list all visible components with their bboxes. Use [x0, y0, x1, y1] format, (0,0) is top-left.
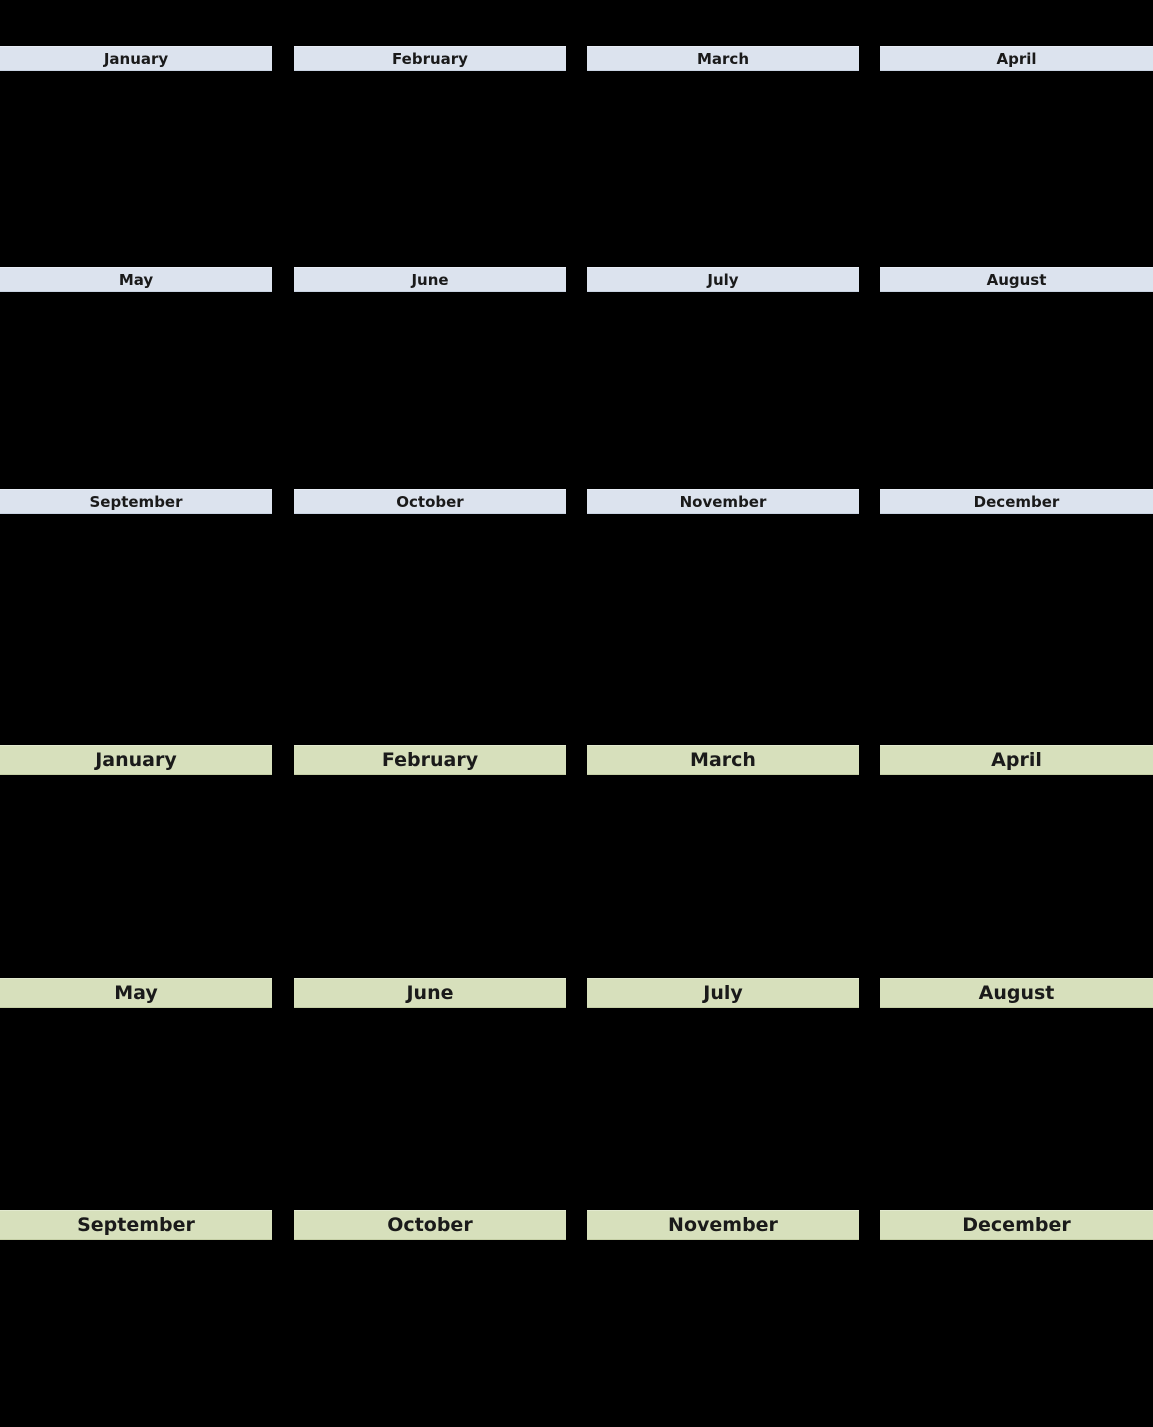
month-header-label: February [294, 745, 566, 775]
calendar-block-green: January February March April May [0, 735, 1153, 1427]
month-cell-november[interactable]: November [587, 1210, 859, 1427]
month-body [587, 71, 859, 267]
month-header-label: October [294, 1210, 566, 1240]
month-body [294, 514, 566, 710]
month-cell-february[interactable]: February [294, 46, 566, 267]
month-header-label: May [0, 267, 272, 292]
month-cell-may[interactable]: May [0, 978, 272, 1211]
month-header-label: March [587, 46, 859, 71]
month-cell-december[interactable]: December [880, 489, 1153, 710]
month-cell-july[interactable]: July [587, 978, 859, 1211]
month-cell-april[interactable]: April [880, 46, 1153, 267]
month-header-label: November [587, 1210, 859, 1240]
month-body [880, 71, 1153, 267]
month-cell-june[interactable]: June [294, 267, 566, 488]
month-header-label: June [294, 978, 566, 1008]
month-body [0, 292, 272, 488]
month-header-label: December [880, 489, 1153, 514]
month-body [880, 292, 1153, 488]
month-cell-january[interactable]: January [0, 745, 272, 978]
month-cell-august[interactable]: August [880, 978, 1153, 1211]
month-body [294, 292, 566, 488]
month-cell-september[interactable]: September [0, 489, 272, 710]
month-header-label: January [0, 46, 272, 71]
month-cell-november[interactable]: November [587, 489, 859, 710]
month-cell-january[interactable]: January [0, 46, 272, 267]
month-header-label: September [0, 489, 272, 514]
month-cell-march[interactable]: March [587, 46, 859, 267]
month-body [0, 514, 272, 710]
month-header-label: May [0, 978, 272, 1008]
calendar-block-blue: January February March April May [0, 46, 1153, 710]
month-body [880, 514, 1153, 710]
month-body [0, 1240, 272, 1427]
month-cell-july[interactable]: July [587, 267, 859, 488]
month-header-label: September [0, 1210, 272, 1240]
month-body [0, 71, 272, 267]
month-cell-april[interactable]: April [880, 745, 1153, 978]
month-body [587, 292, 859, 488]
month-body [587, 1008, 859, 1211]
month-cell-october[interactable]: October [294, 1210, 566, 1427]
month-header-label: July [587, 267, 859, 292]
month-body [880, 1240, 1153, 1427]
month-header-label: July [587, 978, 859, 1008]
month-cell-october[interactable]: October [294, 489, 566, 710]
month-header-label: August [880, 267, 1153, 292]
month-header-label: December [880, 1210, 1153, 1240]
month-cell-may[interactable]: May [0, 267, 272, 488]
month-header-label: June [294, 267, 566, 292]
month-header-label: October [294, 489, 566, 514]
month-body [0, 1008, 272, 1211]
month-cell-march[interactable]: March [587, 745, 859, 978]
month-header-label: February [294, 46, 566, 71]
month-cell-june[interactable]: June [294, 978, 566, 1211]
month-cell-august[interactable]: August [880, 267, 1153, 488]
month-header-label: August [880, 978, 1153, 1008]
month-header-label: January [0, 745, 272, 775]
month-body [587, 1240, 859, 1427]
month-body [0, 775, 272, 978]
month-cell-september[interactable]: September [0, 1210, 272, 1427]
month-body [880, 775, 1153, 978]
month-body [294, 775, 566, 978]
month-header-label: April [880, 46, 1153, 71]
month-header-label: April [880, 745, 1153, 775]
month-cell-february[interactable]: February [294, 745, 566, 978]
month-body [587, 775, 859, 978]
month-body [294, 1240, 566, 1427]
month-cell-december[interactable]: December [880, 1210, 1153, 1427]
month-body [880, 1008, 1153, 1211]
month-header-label: November [587, 489, 859, 514]
month-header-label: March [587, 745, 859, 775]
month-body [587, 514, 859, 710]
month-body [294, 71, 566, 267]
month-body [294, 1008, 566, 1211]
